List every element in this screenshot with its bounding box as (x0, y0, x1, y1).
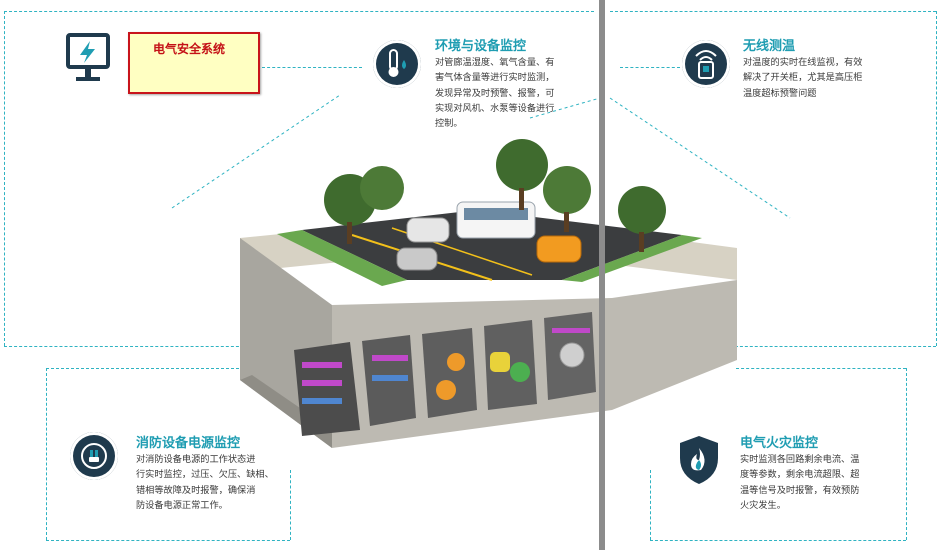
box-left-top (46, 368, 254, 369)
power-plug-icon (70, 432, 118, 480)
box-left-side (46, 368, 47, 540)
electric-fire-line-3: 温等信号及时报警，有效预防 (740, 484, 860, 496)
flame-shield-icon (680, 436, 718, 484)
environment-line-4: 实现对风机、水泵等设备进行 (435, 102, 555, 114)
dashed-line-note (262, 67, 362, 68)
environment-title: 环境与设备监控 (435, 39, 527, 54)
box-left-right (290, 470, 291, 540)
vertical-divider-bar (599, 0, 605, 550)
box-right-side (906, 368, 907, 540)
thermometer-icon (373, 40, 421, 88)
electric-fire-title: 电气火灾监控 (740, 436, 819, 451)
dashed-line-left (4, 11, 5, 346)
electric-fire-line-1: 实时监测各回路剩余电流、温 (740, 454, 860, 465)
electric-fire-desc: 实时监测各回路剩余电流、温 度等参数，剩余电流超限、超 温等信号及时报警，有效预… (740, 452, 900, 513)
box-right-bottom (650, 540, 906, 541)
electric-fire-line-2: 度等参数，剩余电流超限、超 (740, 469, 860, 481)
dashed-line-right-bottom (730, 346, 936, 347)
wireless-sensor-icon (682, 40, 730, 88)
environment-line-3: 发现异常及时预警、报警，可 (435, 87, 555, 99)
box-right-top (736, 368, 906, 369)
wireless-line-1: 对温度的实时在线监视，有效 (743, 57, 863, 68)
monitor-lightning-icon (66, 33, 110, 81)
dashed-line-top-left (4, 11, 594, 12)
electric-fire-line-4: 火灾发生。 (740, 499, 786, 511)
environment-line-5: 控制。 (435, 118, 463, 130)
dashed-line-left-bottom (4, 346, 249, 347)
environment-desc: 对管廊温湿度、氧气含量、有 害气体含量等进行实时监测， 发现异常及时预警、报警，… (435, 55, 595, 131)
wireless-line-2: 解决了开关柜，尤其是高压柜 (743, 72, 863, 84)
wireless-line-3: 温度超标预警问题 (743, 87, 817, 99)
fire-power-line-1: 对消防设备电源的工作状态进 (136, 454, 256, 465)
environment-line-2: 害气体含量等进行实时监测， (435, 72, 555, 84)
utility-tunnel-illustration (240, 139, 737, 448)
note-text: 电气安全系统 (153, 42, 226, 56)
dashed-line-top-right (610, 11, 936, 12)
fire-power-line-3: 错相等故障及时报警，确保消 (136, 484, 256, 496)
box-left-bottom (46, 540, 290, 541)
fire-power-desc: 对消防设备电源的工作状态进 行实时监控，过压、欠压、缺相、 错相等故障及时报警，… (136, 452, 296, 513)
dashed-line-wireless (620, 67, 680, 68)
fire-power-title: 消防设备电源监控 (136, 436, 241, 451)
wireless-desc: 对温度的实时在线监视，有效 解决了开关柜，尤其是高压柜 温度超标预警问题 (743, 55, 903, 101)
environment-line-1: 对管廊温湿度、氧气含量、有 (435, 57, 555, 68)
wireless-title: 无线测温 (743, 39, 796, 54)
fire-power-line-2: 行实时监控，过压、欠压、缺相、 (136, 469, 274, 481)
fire-power-line-4: 防设备电源正常工作。 (136, 499, 228, 511)
box-right-left (650, 470, 651, 540)
dashed-line-right (936, 11, 937, 346)
annotation-note[interactable]: 电气安全系统 (128, 32, 260, 94)
